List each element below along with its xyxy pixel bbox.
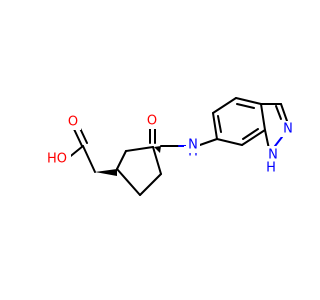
pyrazole-h-label: H [266, 161, 276, 176]
cyclopentane-ring [95, 146, 162, 196]
pyrazole-h-label-background [262, 160, 280, 176]
acid-carbonyl-label-background [65, 114, 81, 130]
acid-hydroxyl-label-background [47, 150, 71, 168]
ring-bond-bottom-left [116, 168, 141, 196]
benzene-inner-double-left [217, 115, 222, 133]
benzene-bond-top-left [212, 97, 237, 114]
acid-carbonyl-double-bond-a [72, 126, 83, 147]
acid-hydroxyl-label: HO [47, 152, 67, 167]
pyrazole-nitrogen-label-background [279, 121, 297, 137]
pyrazole-nh-label-background [264, 146, 282, 162]
ring-bond-right [152, 146, 162, 175]
amide-nh-label: N [188, 138, 198, 153]
amide-nh-label-background [186, 137, 200, 153]
ring-bond-top-left [125, 146, 154, 152]
benzene-bond-bottom-left [216, 138, 243, 146]
pyrazole-double-top-a [280, 103, 288, 122]
benzene-bond-left [212, 112, 218, 140]
benzene-inner-double-top [236, 103, 255, 109]
pyrazole-bond-bottom [264, 129, 270, 150]
wedge-bond-left [95, 169, 117, 176]
ring-bond-left [116, 150, 127, 170]
acid-carbon-bond [82, 145, 96, 173]
pyrazole-double-top-b [275, 105, 282, 120]
carboxylic-acid-group: O HO [47, 114, 96, 173]
acid-carbonyl-oxygen-label: O [68, 115, 78, 130]
benzene-bond-bottom-right [241, 129, 266, 146]
pyrazole-nh-label: N [268, 148, 278, 163]
diagram-background [0, 0, 300, 300]
pyrazole-nitrogen-label: N [283, 122, 293, 137]
indazole-ring-system: N N H [212, 97, 297, 176]
benzene-bond-top-right [235, 97, 262, 105]
additional-nitrogen-labels: N [186, 137, 200, 153]
amide-to-indazole-bond [196, 138, 218, 147]
amide-oxygen-label-background [144, 113, 160, 129]
chemical-structure-diagram: O HO O H N N H [0, 0, 300, 300]
amide-oxygen-label: O [147, 114, 157, 129]
ring-bond-bottom [139, 173, 162, 196]
benzene-inner-double-bottom [242, 128, 259, 140]
wedge-bond-right [154, 146, 161, 153]
benzene-bond-right [260, 103, 266, 131]
